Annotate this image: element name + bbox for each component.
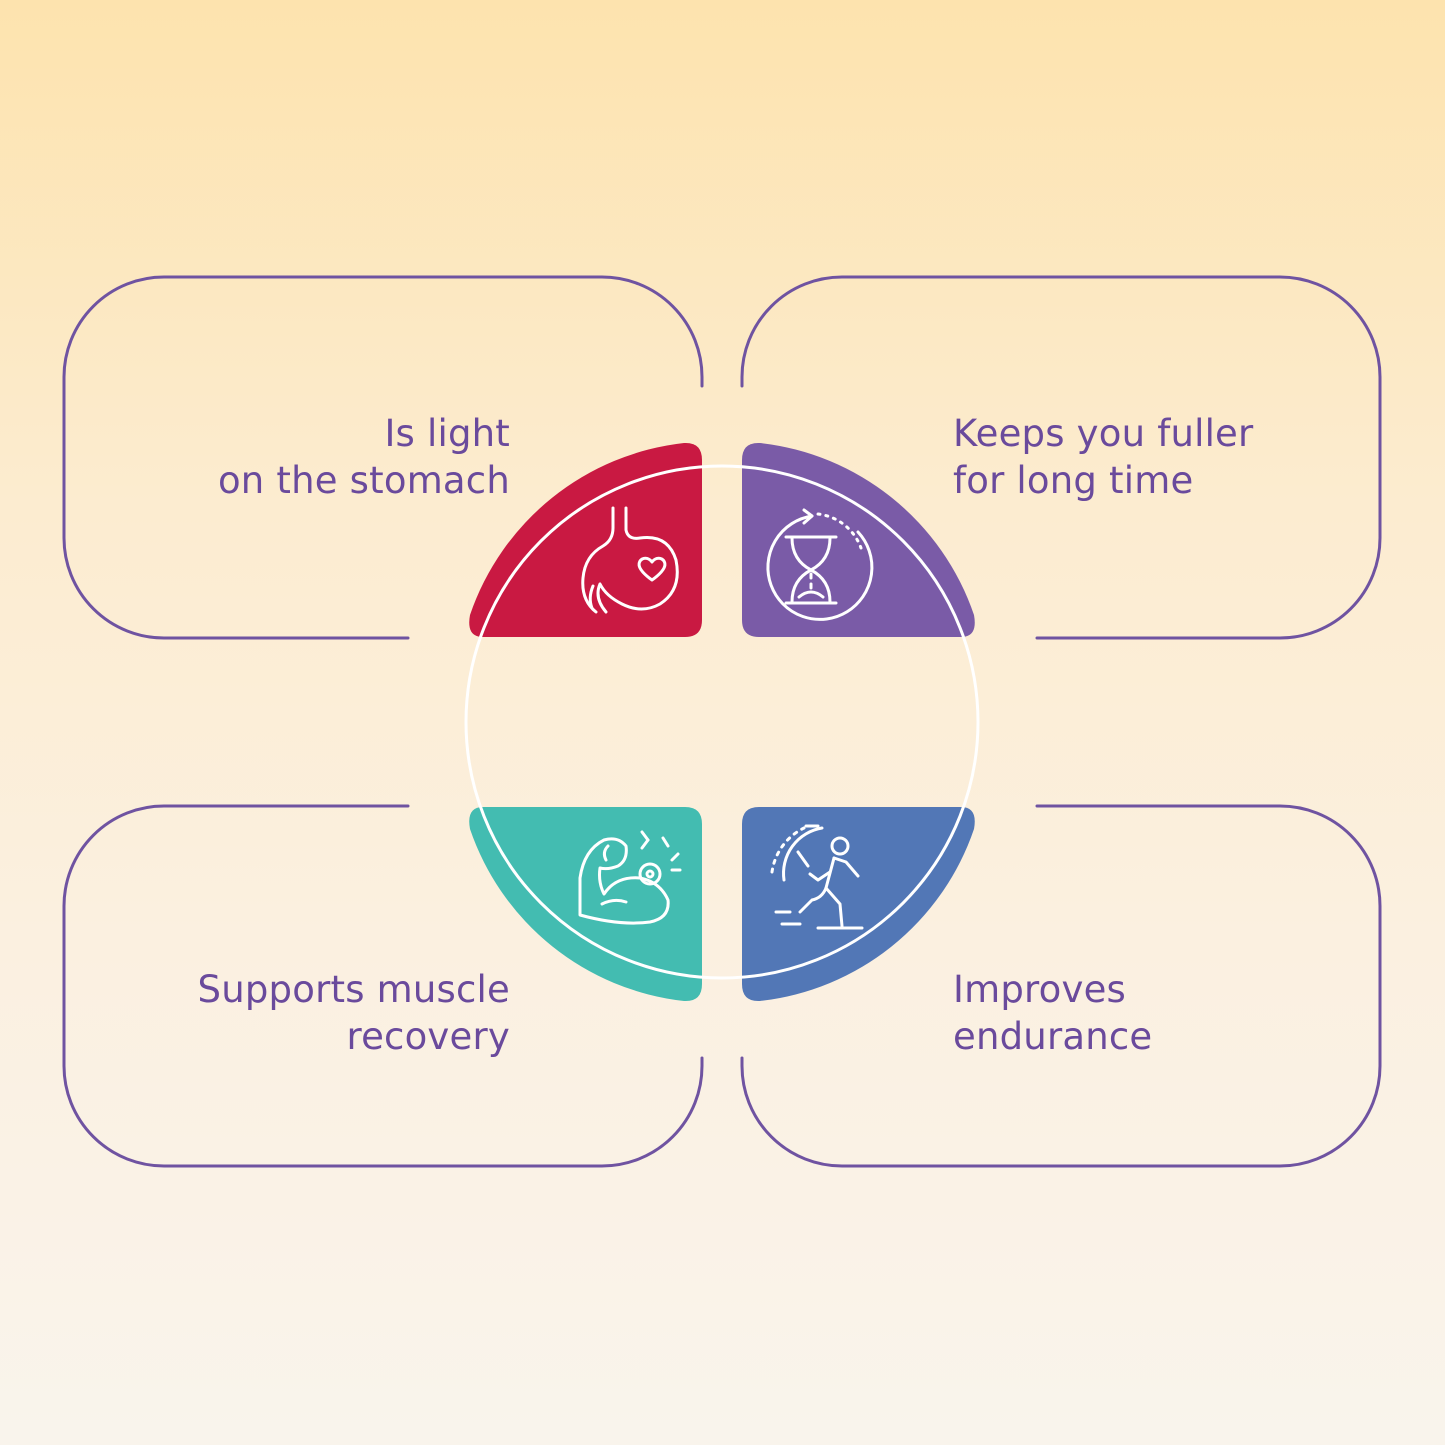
card-outline-bottom-left [62, 804, 704, 1168]
hourglass-timer-icon [766, 508, 874, 621]
benefit-stomach-line2: on the stomach [217, 459, 510, 502]
runner-stopwatch-icon [770, 824, 864, 930]
benefit-muscle-line1: Supports muscle [197, 968, 510, 1011]
card-outline-top-left [62, 275, 704, 640]
benefit-text-endurance: Improves endurance [953, 966, 1293, 1060]
stomach-heart-icon [581, 506, 679, 614]
center-ring [464, 464, 980, 980]
card-outline-top-right [740, 275, 1382, 640]
benefit-endurance-line1: Improves [953, 968, 1127, 1011]
benefit-text-stomach: Is light on the stomach [170, 410, 510, 504]
benefit-text-fuller: Keeps you fuller for long time [953, 410, 1293, 504]
quadrant-stomach [469, 442, 702, 637]
benefit-muscle-line2: recovery [346, 1015, 510, 1058]
card-outline-bottom-right [740, 804, 1382, 1168]
flexed-muscle-icon [578, 830, 682, 925]
benefit-fuller-line2: for long time [953, 459, 1194, 502]
quadrant-muscle [469, 807, 702, 1002]
benefit-fuller-line1: Keeps you fuller [953, 412, 1254, 455]
benefit-text-muscle: Supports muscle recovery [170, 966, 510, 1060]
benefit-stomach-line1: Is light [384, 412, 510, 455]
benefit-endurance-line2: endurance [953, 1015, 1153, 1058]
